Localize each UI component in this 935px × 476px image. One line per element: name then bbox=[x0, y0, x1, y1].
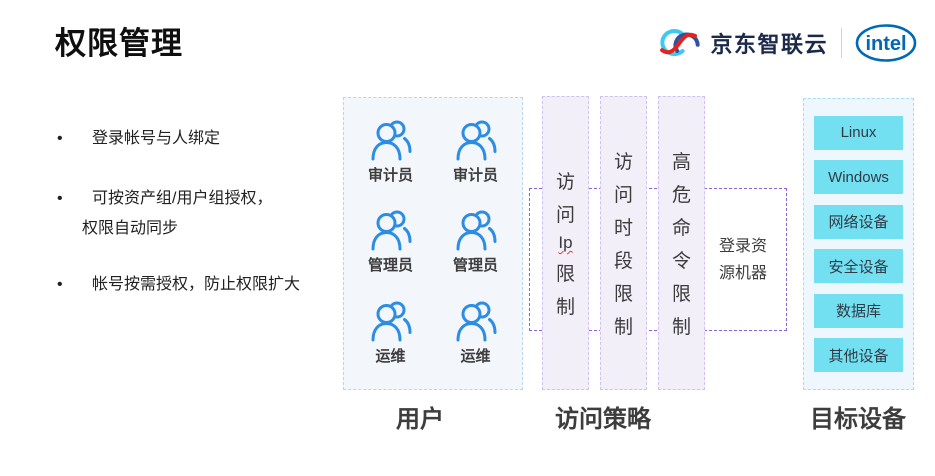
users-icon bbox=[456, 210, 496, 251]
jd-cloud-logo-icon bbox=[660, 29, 701, 57]
bar-char: 制 bbox=[613, 317, 633, 338]
bullet-item: • 可按资产组/用户组授权， 权限自动同步 bbox=[57, 184, 272, 244]
users-icon bbox=[371, 210, 411, 251]
device-windows: Windows bbox=[814, 160, 903, 195]
user-group-label: 运维 bbox=[460, 347, 491, 365]
policy-bar-access-time-limit: 访 问 时 段 限 制 bbox=[600, 96, 647, 390]
bullet-text: 可按资产组/用户组授权， 权限自动同步 bbox=[82, 190, 273, 237]
user-group-ops: 运维 bbox=[452, 298, 500, 366]
bar-char: 访 bbox=[555, 172, 575, 193]
policy-bar-access-ip-limit: 访 问 Ip 限 制 bbox=[542, 96, 589, 390]
bullet-item: • 登录帐号与人绑定 bbox=[57, 125, 220, 152]
users-panel: 审计员 审计员 管理员 bbox=[343, 97, 523, 390]
device-other: 其他设备 bbox=[814, 338, 903, 373]
bar-char: 危 bbox=[671, 185, 691, 206]
bar-char: 访 bbox=[613, 152, 633, 173]
device-network: 网络设备 bbox=[814, 204, 903, 239]
bar-char: 问 bbox=[555, 205, 575, 226]
users-icon bbox=[371, 120, 411, 161]
device-database: 数据库 bbox=[814, 293, 903, 328]
bar-char: 限 bbox=[613, 284, 633, 305]
intel-logo-text: intel bbox=[865, 33, 906, 55]
bar-char: 命 bbox=[671, 218, 691, 239]
logo-bar: 京东智联云 intel bbox=[655, 20, 917, 66]
user-group-label: 运维 bbox=[375, 347, 406, 365]
device-linux: Linux bbox=[814, 115, 903, 150]
targets-panel: Linux Windows 网络设备 安全设备 数据库 其他设备 bbox=[803, 98, 914, 390]
bullet-marker: • bbox=[57, 130, 63, 147]
bullet-marker: • bbox=[57, 276, 63, 293]
bar-char: 令 bbox=[671, 251, 691, 272]
bar-char: 限 bbox=[671, 284, 691, 305]
users-icon bbox=[456, 120, 496, 161]
bar-char: 段 bbox=[613, 251, 633, 272]
bar-char: 时 bbox=[613, 218, 633, 239]
user-group-label: 管理员 bbox=[367, 257, 413, 275]
bullet-marker: • bbox=[57, 190, 63, 207]
users-icon bbox=[371, 301, 411, 342]
bullet-text: 登录帐号与人绑定 bbox=[92, 130, 221, 147]
user-group-admin: 管理员 bbox=[452, 207, 500, 275]
bullet-item: • 帐号按需授权，防止权限扩大 bbox=[57, 271, 300, 298]
bar-char: Ip bbox=[558, 233, 573, 252]
connector-label: 登录资 源机器 bbox=[718, 237, 767, 282]
logo-divider bbox=[841, 28, 842, 58]
intel-logo-icon: intel bbox=[855, 24, 917, 62]
users-group-title: 用户 bbox=[396, 406, 444, 433]
user-group-auditor: 审计员 bbox=[452, 117, 500, 185]
bar-char: 问 bbox=[613, 185, 633, 206]
users-icon bbox=[456, 301, 496, 342]
bullet-text: 帐号按需授权，防止权限扩大 bbox=[92, 276, 301, 293]
targets-group-title: 目标设备 bbox=[810, 406, 906, 433]
bar-char: 限 bbox=[555, 264, 575, 285]
user-group-admin: 管理员 bbox=[367, 207, 415, 275]
policy-bar-high-risk-command-limit: 高 危 命 令 限 制 bbox=[658, 96, 705, 390]
user-group-auditor: 审计员 bbox=[367, 117, 415, 185]
bar-char: 高 bbox=[671, 152, 691, 173]
page-title: 权限管理 bbox=[55, 26, 183, 61]
user-group-label: 审计员 bbox=[452, 167, 498, 185]
user-group-label: 管理员 bbox=[452, 257, 498, 275]
jd-cloud-logo-text: 京东智联云 bbox=[710, 32, 828, 57]
bar-char: 制 bbox=[555, 297, 575, 318]
policies-group-title: 访问策略 bbox=[555, 406, 651, 433]
user-group-label: 审计员 bbox=[367, 167, 413, 185]
bar-char: 制 bbox=[671, 317, 691, 338]
device-security: 安全设备 bbox=[814, 249, 903, 284]
user-group-ops: 运维 bbox=[367, 298, 415, 366]
